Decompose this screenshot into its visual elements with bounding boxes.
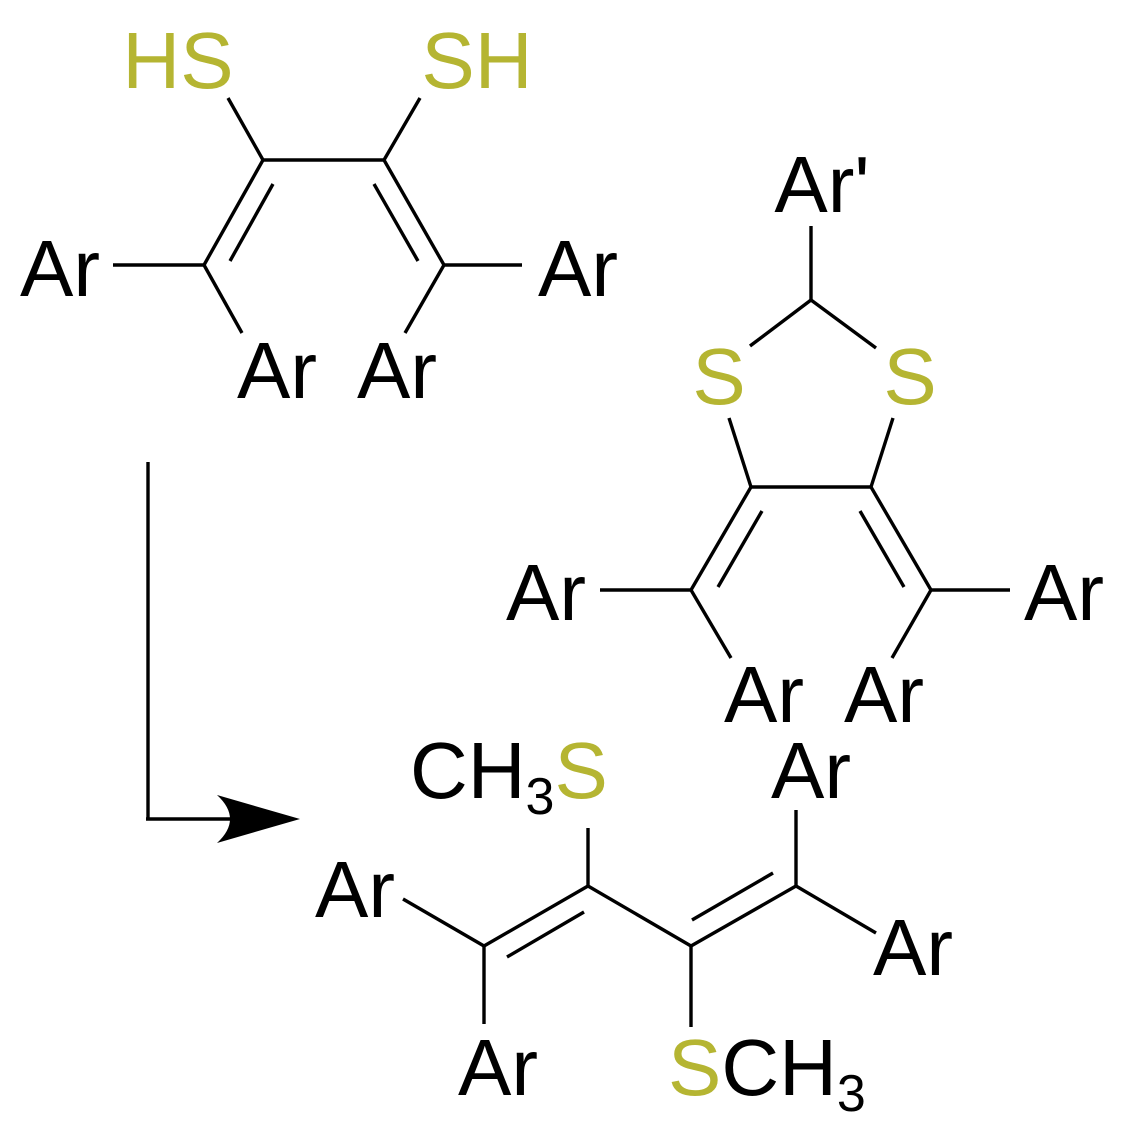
bond-left-double-outer — [202, 159, 265, 266]
bond-hs-c — [226, 97, 265, 161]
aryl-right-label: Ar — [873, 903, 953, 992]
bond-left-double-inner — [506, 910, 585, 959]
sulfur-bottom-text: S — [668, 1023, 721, 1112]
bond-left-double-inner — [716, 510, 764, 588]
aryl-outer-left-label: Ar — [506, 548, 586, 637]
bond-central — [587, 884, 692, 948]
bond-ar-upper-left — [402, 897, 485, 948]
bent-arrow-icon — [146, 462, 300, 843]
thiol-left-label: HS — [122, 16, 233, 105]
aryl-inner-left-label: Ar — [724, 650, 804, 739]
aryl-inner-right-label: Ar — [844, 650, 924, 739]
arrow-head — [217, 795, 300, 843]
bond-left-double-outer — [483, 884, 589, 948]
dithiol-bonds — [113, 97, 522, 334]
bond-ar-inner-right — [890, 589, 933, 659]
thiol-right-label: SH — [421, 16, 532, 105]
aryl-inner-right-label: Ar — [357, 326, 437, 415]
methylthio-bottom-label: SCH3 — [668, 1023, 866, 1123]
aryl-outer-left-label: Ar — [20, 224, 100, 313]
bond-right-double-inner — [691, 871, 774, 922]
bond-ar-inner-left — [689, 589, 733, 659]
bond-s-right-c — [869, 417, 895, 488]
aryl-top-right-label: Ar — [771, 726, 851, 815]
bond-right-double-outer — [690, 884, 797, 948]
bond-s-left-c — [727, 417, 753, 488]
methyl-top-subscript: 3 — [526, 768, 555, 826]
bond-ar-inner-right — [403, 264, 446, 334]
aryl-inner-left-label: Ar — [237, 326, 317, 415]
methyl-bottom-subscript: 3 — [837, 1065, 866, 1123]
aryl-prime-label: Ar' — [774, 140, 869, 229]
methyl-bottom-text: CH — [721, 1023, 837, 1112]
bond-right-double-inner — [372, 183, 420, 262]
methyl-top-text: CH — [410, 726, 526, 815]
sulfur-top-text: S — [554, 726, 607, 815]
aryl-lower-left-label: Ar — [458, 1023, 538, 1112]
bond-ar-right — [795, 884, 877, 935]
bond-right-double-outer — [382, 159, 446, 266]
bond-right-double-inner — [858, 510, 906, 588]
dithiole-bonds — [600, 226, 1010, 659]
bond-left-double-outer — [689, 486, 753, 591]
dithiole-molecule: Ar' S S Ar Ar Ar Ar — [506, 140, 1104, 739]
bond-right-double-outer — [869, 486, 933, 591]
sulfur-left-label: S — [692, 332, 745, 421]
bond-ar-inner-left — [202, 264, 244, 334]
bis-methylthio-bonds — [402, 810, 877, 1027]
methylthio-top-label: CH3S — [410, 726, 608, 826]
aryl-outer-right-label: Ar — [538, 224, 618, 313]
dithiol-molecule: HS SH Ar Ar Ar Ar — [20, 16, 618, 415]
bond-c-s-right — [809, 298, 878, 350]
bond-sh-c — [382, 97, 422, 161]
aryl-upper-left-label: Ar — [315, 845, 395, 934]
bond-c-s-left — [748, 298, 813, 348]
sulfur-right-label: S — [883, 332, 936, 421]
aryl-outer-right-label: Ar — [1024, 548, 1104, 637]
bis-methylthio-molecule: CH3S Ar Ar Ar Ar SCH3 — [315, 726, 953, 1123]
bond-left-double-inner — [228, 183, 275, 262]
